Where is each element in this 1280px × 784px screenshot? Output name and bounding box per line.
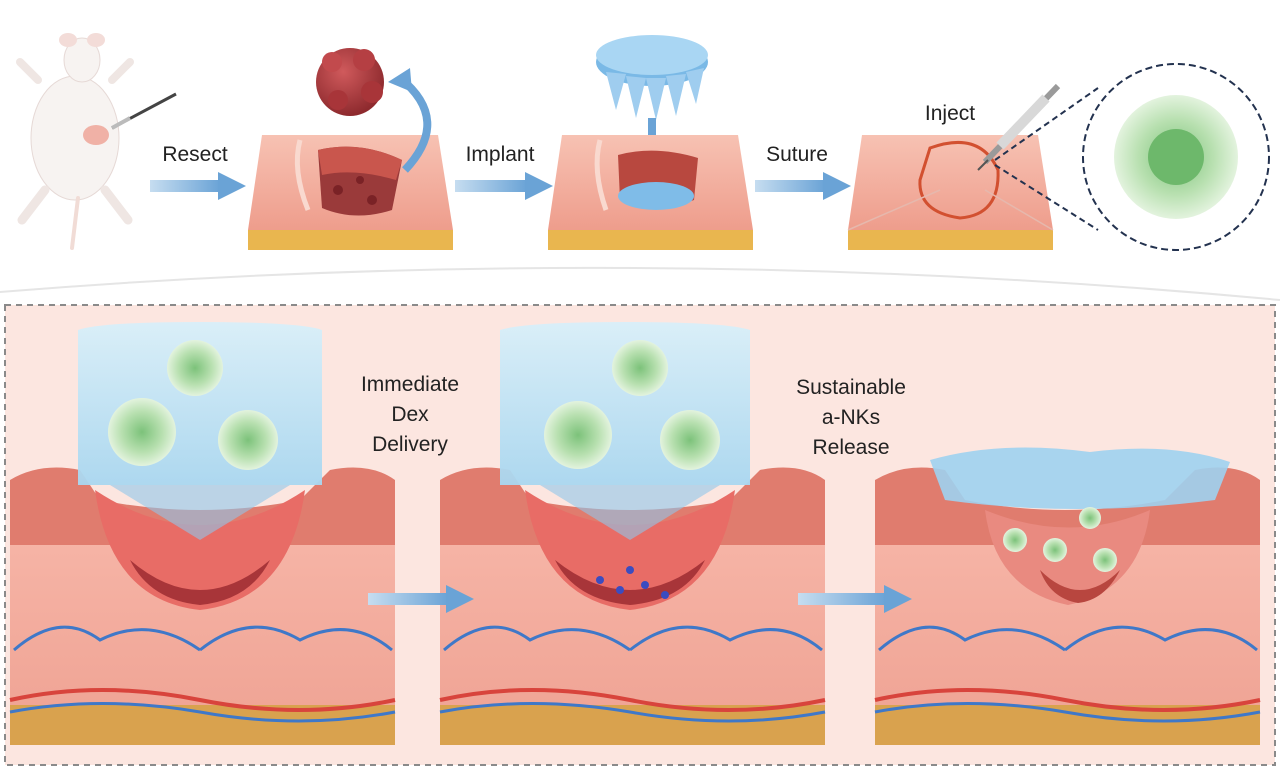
label-resect: Resect (162, 143, 228, 166)
tissue-stage-healed (874, 447, 1261, 745)
removal-arrowhead (388, 68, 412, 92)
arrow-stage1-to-stage2 (368, 585, 474, 613)
label-sustainable-3: Release (812, 436, 890, 459)
arrow-resect (150, 172, 246, 200)
nk-cell-zoom-inset (994, 63, 1270, 251)
label-suture: Suture (766, 143, 828, 166)
label-sustainable-1: Sustainable (796, 376, 906, 399)
resected-tumor (316, 48, 384, 116)
label-sustainable-2: a-NKs (821, 406, 881, 429)
tissue-block-implant (548, 135, 753, 250)
tissue-block-resect (248, 135, 453, 250)
label-immediate-3: Delivery (372, 433, 448, 456)
syringe-icon (977, 83, 1061, 171)
label-inject: Inject (924, 102, 976, 125)
scalpel-icon (111, 92, 177, 130)
label-immediate-1: Immediate (360, 373, 460, 396)
tissue-stage-immediate (9, 322, 396, 745)
arrow-stage2-to-stage3 (798, 585, 912, 613)
mouse-illustration (16, 33, 134, 250)
arrow-implant (455, 172, 553, 200)
label-implant: Implant (465, 143, 535, 166)
tissue-stage-sustainable (439, 322, 826, 745)
label-immediate-2: Dex (391, 403, 429, 426)
section-divider (0, 266, 1280, 301)
microneedle-patch-top (596, 35, 708, 120)
tissue-block-suture (847, 135, 1054, 250)
arrow-suture (755, 172, 851, 200)
